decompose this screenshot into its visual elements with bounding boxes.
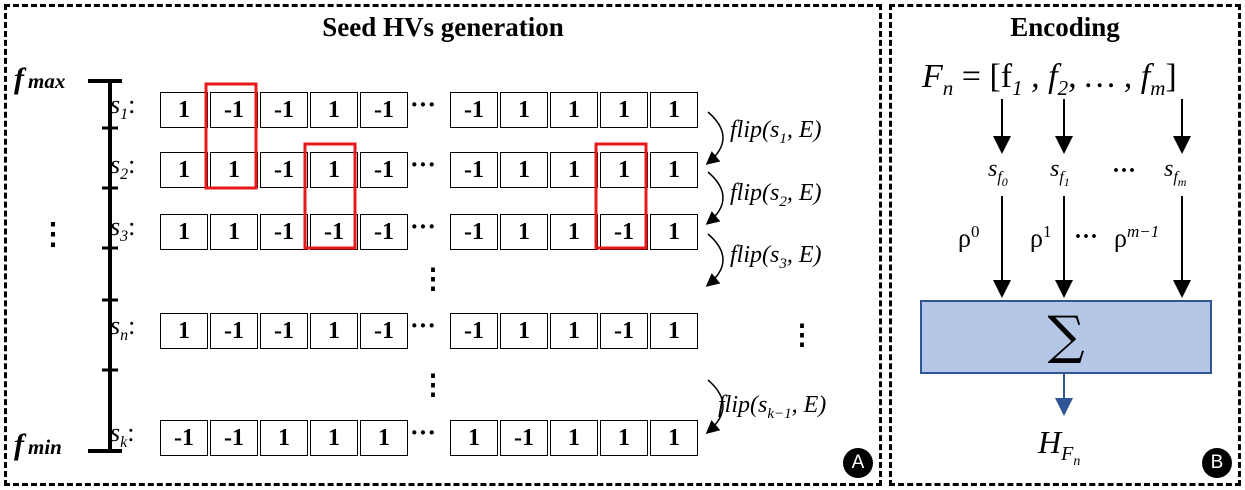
row-label-s1: s1: xyxy=(110,90,136,124)
row-label-sk: sk: xyxy=(110,418,135,452)
row-dots-sk: ··· xyxy=(410,418,437,447)
flip-label-3: flip(s3, E) xyxy=(730,242,822,272)
hv-cell-sn-r4: 1 xyxy=(650,313,698,349)
flip-arrow-1 xyxy=(705,111,724,165)
row-dots-s1: ··· xyxy=(410,90,437,119)
hv-cell-s2-l1: 1 xyxy=(210,152,258,188)
sum-symbol: ∑ xyxy=(1047,306,1085,366)
flip-arrow-3 xyxy=(705,233,724,287)
rho-1: ρ1 xyxy=(1030,222,1052,253)
hv-cell-s1-r4: 1 xyxy=(650,92,698,128)
highlight-col2-s1s2 xyxy=(204,82,258,190)
output-hfn: HFn xyxy=(1038,424,1081,470)
highlight-right-s2s3 xyxy=(594,142,648,250)
hv-cell-s3-l4: -1 xyxy=(360,214,408,250)
panel-b-title: Encoding xyxy=(1010,12,1120,42)
seed-sf0: sf0 xyxy=(988,156,1008,189)
middle-dots-2: ⋮ xyxy=(419,370,447,401)
rho-m: ρm−1 xyxy=(1114,222,1160,253)
hv-cell-sk-l0: -1 xyxy=(160,420,208,456)
hv-cell-s1-l0: 1 xyxy=(160,92,208,128)
hv-cell-s3-l0: 1 xyxy=(160,214,208,250)
hv-cell-s2-l4: -1 xyxy=(360,152,408,188)
hv-cell-sn-l3: 1 xyxy=(310,313,358,349)
middle-dots-1: ⋮ xyxy=(419,264,447,295)
hv-cell-sk-r1: -1 xyxy=(500,420,548,456)
seed-sfm: sfm xyxy=(1164,156,1187,189)
hv-cell-sn-l0: 1 xyxy=(160,313,208,349)
hv-cell-s1-l1: -1 xyxy=(210,92,258,128)
hv-cell-s2-r0: -1 xyxy=(450,152,498,188)
hv-cell-s3-l2: -1 xyxy=(260,214,308,250)
hv-cell-s2-l3: 1 xyxy=(310,152,358,188)
hv-cell-sk-r4: 1 xyxy=(650,420,698,456)
hv-cell-s3-r4: 1 xyxy=(650,214,698,250)
hv-cell-sk-l1: -1 xyxy=(210,420,258,456)
seed-dots: ··· xyxy=(1112,158,1137,184)
flip-label-2: flip(s2, E) xyxy=(730,180,822,210)
hv-cell-sn-r1: 1 xyxy=(500,313,548,349)
sum-box: ∑ xyxy=(920,300,1212,374)
hv-cell-sk-r2: 1 xyxy=(550,420,598,456)
hv-cell-s3-l1: 1 xyxy=(210,214,258,250)
hv-cell-s1-r1: 1 xyxy=(500,92,548,128)
equation-fn: Fn = [f1 , f2, … , fm] xyxy=(922,58,1177,100)
hv-cell-sn-l4: -1 xyxy=(360,313,408,349)
seed-sf1: sf1 xyxy=(1050,156,1070,189)
highlight-col4-s2s3 xyxy=(303,142,357,250)
badge-b: B xyxy=(1202,448,1232,478)
hv-cell-s2-r2: 1 xyxy=(550,152,598,188)
row-dots-s3: ··· xyxy=(410,212,437,241)
hv-cell-sn-r2: 1 xyxy=(550,313,598,349)
hv-cell-s3-l3: -1 xyxy=(310,214,358,250)
hv-cell-s1-r3: 1 xyxy=(600,92,648,128)
hv-cell-s3-r1: 1 xyxy=(500,214,548,250)
panel-seed-generation xyxy=(4,4,882,486)
hv-cell-sk-r3: 1 xyxy=(600,420,648,456)
flip-arrow-k xyxy=(705,379,724,434)
hv-cell-sn-l2: -1 xyxy=(260,313,308,349)
panel-encoding xyxy=(889,4,1241,486)
hv-cell-sk-l3: 1 xyxy=(310,420,358,456)
hv-cell-sn-l1: -1 xyxy=(210,313,258,349)
hv-cell-s3-r0: -1 xyxy=(450,214,498,250)
badge-a: A xyxy=(843,448,873,478)
hv-cell-s1-l4: -1 xyxy=(360,92,408,128)
row-dots-sn: ··· xyxy=(410,311,437,340)
row-label-s3: s3: xyxy=(110,212,136,246)
hv-cell-s3-r2: 1 xyxy=(550,214,598,250)
flip-label-1: flip(s1, E) xyxy=(730,117,822,147)
hv-cell-sk-l4: 1 xyxy=(360,420,408,456)
hv-cell-sn-r0: -1 xyxy=(450,313,498,349)
right-dots: ⋮ xyxy=(788,320,816,351)
hv-cell-s2-r4: 1 xyxy=(650,152,698,188)
row-label-s2: s2: xyxy=(110,150,136,184)
rho-0: ρ0 xyxy=(958,222,980,253)
hv-cell-s1-l3: 1 xyxy=(310,92,358,128)
hv-cell-s2-r3: 1 xyxy=(600,152,648,188)
rho-dots: ··· xyxy=(1074,224,1099,250)
row-label-sn: sn: xyxy=(110,311,136,345)
flip-label-k: flip(sk−1, E) xyxy=(718,392,827,422)
hv-cell-sk-l2: 1 xyxy=(260,420,308,456)
hv-cell-s1-l2: -1 xyxy=(260,92,308,128)
hv-cell-s1-r2: 1 xyxy=(550,92,598,128)
panel-a-title: Seed HVs generation xyxy=(322,12,564,42)
hv-cell-s2-r1: 1 xyxy=(500,152,548,188)
hv-cell-sk-r0: 1 xyxy=(450,420,498,456)
hv-cell-s3-r3: -1 xyxy=(600,214,648,250)
row-dots-s2: ··· xyxy=(410,150,437,179)
hv-cell-sn-r3: -1 xyxy=(600,313,648,349)
hv-cell-s1-r0: -1 xyxy=(450,92,498,128)
hv-cell-s2-l2: -1 xyxy=(260,152,308,188)
flip-arrow-2 xyxy=(705,171,724,225)
